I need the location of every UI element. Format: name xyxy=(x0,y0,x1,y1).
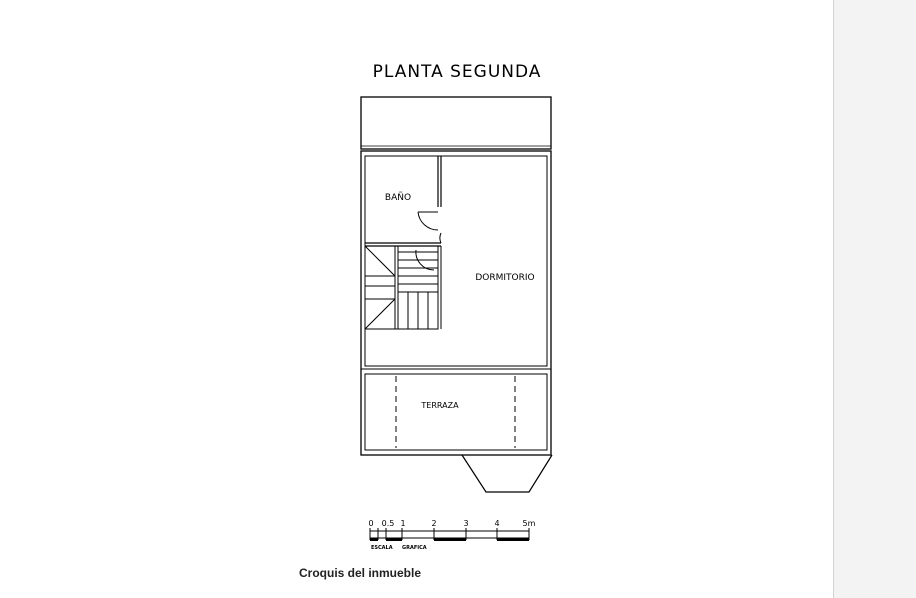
bathroom-door xyxy=(417,211,442,244)
room-label-terrace: TERRAZA xyxy=(420,401,459,410)
terrace xyxy=(364,373,548,451)
bay-projection xyxy=(461,454,553,493)
room-label-bath: BAÑO xyxy=(385,192,411,203)
scale-bar: 0 0.5 1 2 3 4 5m ESCALA GRAFICA xyxy=(368,519,535,551)
floor-plan-drawing: PLANTA SEGUNDA xyxy=(360,62,553,551)
caption: Croquis del inmueble xyxy=(299,566,422,580)
scale-tick-2: 2 xyxy=(431,519,436,528)
side-panel xyxy=(833,0,916,598)
scale-tick-5m: 5m xyxy=(523,519,536,528)
document-area: PLANTA SEGUNDA xyxy=(299,62,553,580)
scale-tick-3: 3 xyxy=(463,519,468,528)
staircase xyxy=(364,245,439,330)
scale-tick-4: 4 xyxy=(494,519,499,528)
roof-strip xyxy=(360,96,552,150)
scale-tick-0-5: 0.5 xyxy=(382,519,395,528)
scale-label-escala: ESCALA xyxy=(371,545,393,551)
plan-title: PLANTA SEGUNDA xyxy=(373,62,542,82)
scale-label-grafica: GRAFICA xyxy=(402,545,427,551)
room-label-bedroom: DORMITORIO xyxy=(475,273,534,283)
scale-bar-fills xyxy=(370,538,529,541)
scale-tick-1: 1 xyxy=(400,519,405,528)
scale-tick-0: 0 xyxy=(368,519,373,528)
